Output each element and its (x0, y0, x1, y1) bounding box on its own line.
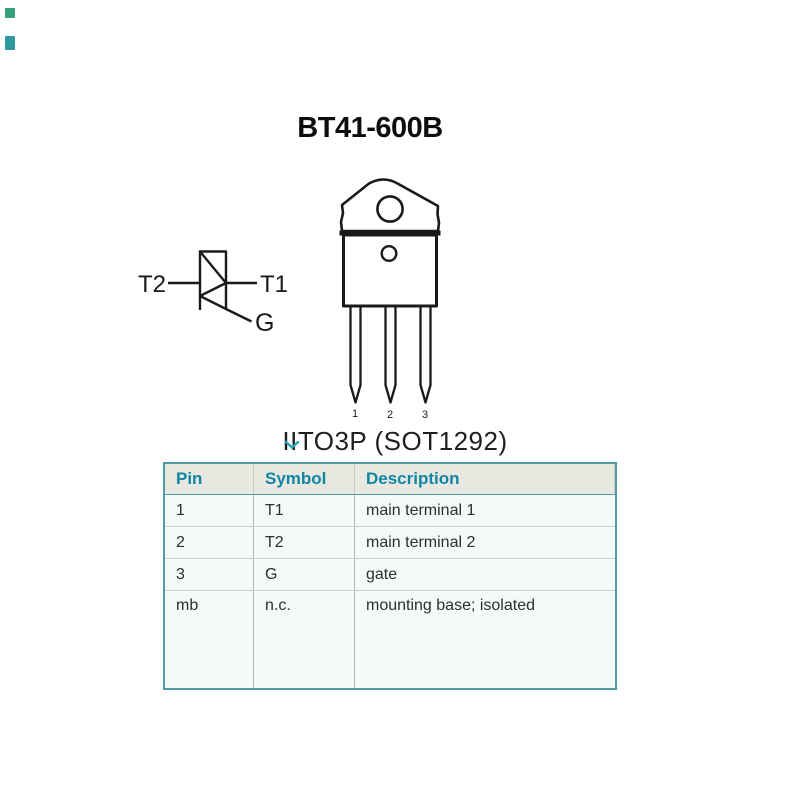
symbol-cell: T1 (254, 495, 355, 526)
pin-1-number: 1 (352, 408, 358, 420)
mounting-hole (376, 195, 404, 223)
symbol-cell: T2 (254, 527, 355, 558)
triac-symbol (168, 250, 257, 323)
pin-cell: 2 (165, 527, 254, 558)
upper-triangle (198, 250, 228, 285)
header-pin: Pin (165, 464, 254, 494)
description-cell: main terminal 2 (366, 533, 476, 551)
pinning-diagram: T2 T1 G 1 2 3 (138, 178, 441, 421)
description-cell: gate (366, 565, 398, 583)
body-dimple (380, 244, 398, 262)
symbol-cell: n.c. (254, 591, 355, 688)
pin-3 (419, 306, 432, 404)
description-cell: main terminal 1 (366, 501, 476, 519)
table-row: 1 T1 main terminal 1 (165, 495, 615, 527)
teal-artifact-icon (5, 36, 15, 50)
page-title: BT41-600B (297, 112, 443, 144)
package-outline (339, 178, 441, 404)
t1-label: T1 (260, 271, 288, 298)
symbol-cell: G (254, 559, 355, 590)
header-description: Description (355, 464, 615, 494)
pin-1 (349, 306, 362, 404)
t2-label: T2 (138, 271, 166, 298)
pin-cell: mb (165, 591, 254, 688)
table-row: 2 T2 main terminal 2 (165, 527, 615, 559)
caret-down-icon (284, 440, 300, 450)
teal-artifact-icon (5, 8, 15, 18)
gate-lead-line (225, 307, 253, 323)
header-symbol: Symbol (254, 464, 355, 494)
gate-label: G (255, 309, 274, 337)
pin-2-number: 2 (387, 409, 393, 421)
table-header-row: Pin Symbol Description (165, 464, 615, 495)
pinning-table: Pin Symbol Description 1 T1 main termina… (163, 462, 617, 690)
table-row: 3 G gate (165, 559, 615, 591)
package-name-caption: IITO3P (SOT1292) (282, 426, 508, 456)
pin-cell: 1 (165, 495, 254, 526)
description-cell: mounting base; isolated (366, 597, 535, 614)
pin-2 (384, 306, 397, 404)
pin-3-number: 3 (422, 409, 428, 421)
lower-triangle (198, 281, 228, 311)
table-row: mb n.c. mounting base; isolated (165, 591, 615, 688)
pin-cell: 3 (165, 559, 254, 590)
